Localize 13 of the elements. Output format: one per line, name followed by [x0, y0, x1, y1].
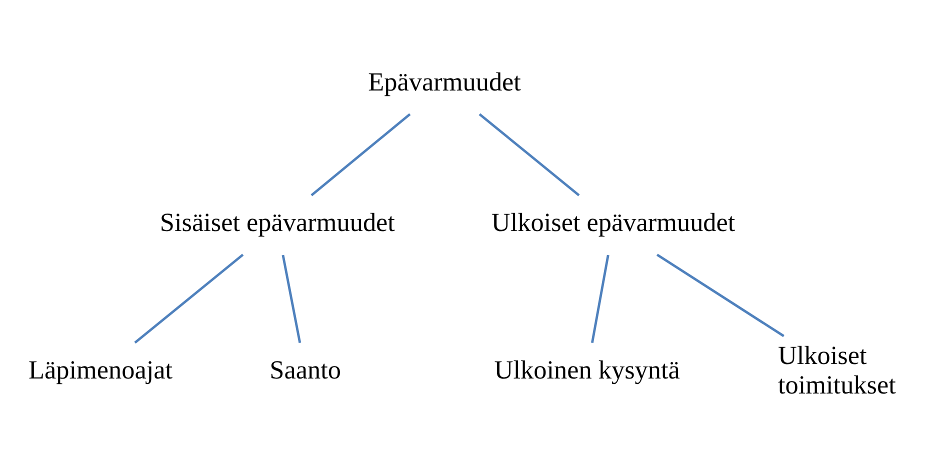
node-text: Ulkoiset toimitukset: [778, 340, 896, 399]
node-text: Läpimenoajat: [28, 355, 173, 384]
node-text: Sisäiset epävarmuudet: [160, 208, 395, 237]
connector: [478, 112, 580, 196]
node-text: Ulkoinen kysyntä: [494, 355, 680, 384]
connector: [310, 112, 411, 196]
connector: [134, 253, 244, 344]
connector: [282, 254, 302, 343]
node-text: Epävarmuudet: [368, 66, 521, 96]
node-text: Saanto: [270, 355, 341, 384]
connector: [656, 253, 784, 337]
connector: [590, 254, 610, 343]
node-text: Ulkoiset epävarmuudet: [491, 208, 736, 237]
